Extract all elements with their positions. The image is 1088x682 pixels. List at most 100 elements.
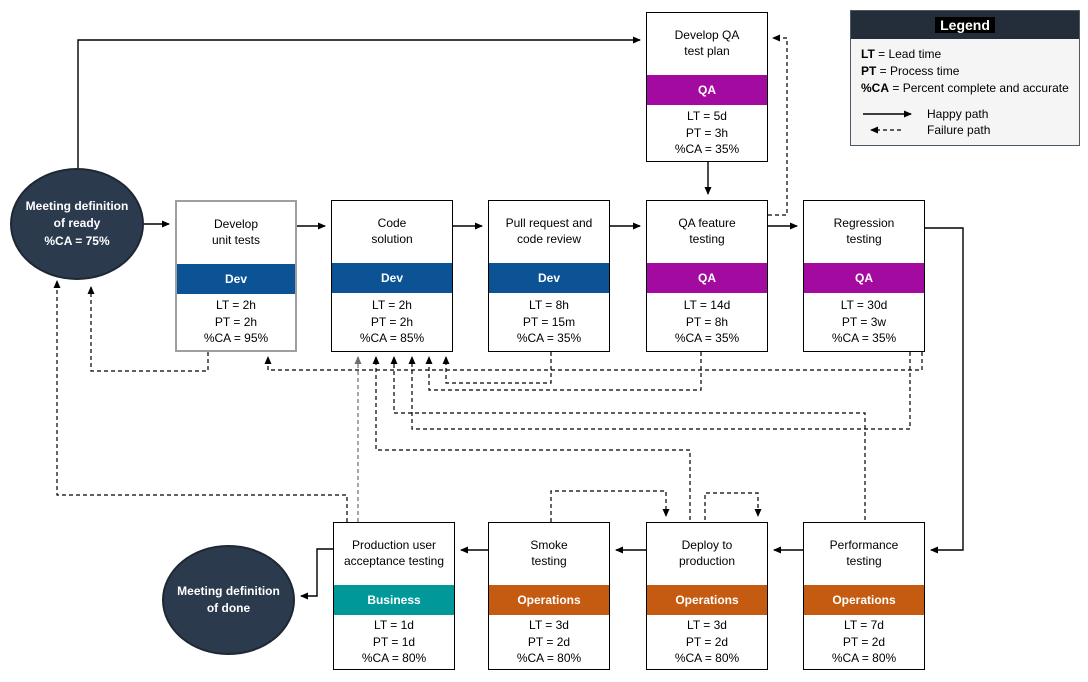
process-box-smoke-testing[interactable]: Smoke testing Operations LT = 3d PT = 2d… <box>488 522 610 670</box>
legend-entry-ca: %CA = Percent complete and accurate <box>861 81 1069 96</box>
stat-ca: %CA = 80% <box>831 651 897 666</box>
process-stats: LT = 2h PT = 2h %CA = 95% <box>177 294 295 350</box>
process-stats: LT = 3d PT = 2d %CA = 80% <box>647 615 767 669</box>
stat-ca: %CA = 95% <box>203 331 269 346</box>
role-band: Business <box>334 585 454 615</box>
stat-lt: LT = 2h <box>372 297 412 312</box>
role-band: QA <box>804 263 924 293</box>
process-title: Production user acceptance testing <box>343 538 445 568</box>
process-stats: LT = 2h PT = 2h %CA = 85% <box>332 293 452 351</box>
process-stats: LT = 30d PT = 3w %CA = 35% <box>804 293 924 351</box>
process-stats: LT = 8h PT = 15m %CA = 35% <box>489 293 609 351</box>
process-stats: LT = 7d PT = 2d %CA = 80% <box>804 615 924 669</box>
terminal-stat: %CA = 75% <box>44 233 110 248</box>
failure-path-deploy-retry-loop[interactable] <box>704 492 762 520</box>
role-band: Operations <box>804 585 924 615</box>
happy-path-ready-to-qa-test-plan[interactable] <box>77 36 641 168</box>
legend-title: Legend <box>935 17 995 33</box>
stat-lt: LT = 2h <box>216 297 256 312</box>
role-band: Operations <box>647 585 767 615</box>
legend-failure-path: Failure path <box>861 122 1069 138</box>
legend-failure-path-label: Failure path <box>927 122 991 137</box>
stat-lt: LT = 7d <box>844 617 884 632</box>
process-box-performance-testing[interactable]: Performance testing Operations LT = 7d P… <box>803 522 925 670</box>
stat-pt: PT = 15m <box>522 314 576 329</box>
stat-pt: PT = 2h <box>214 314 258 329</box>
failure-path-performance-to-code-solution[interactable] <box>390 356 866 520</box>
failure-path-qa-feature-to-qa-test-plan[interactable] <box>768 34 788 216</box>
stat-pt: PT = 2d <box>527 634 571 649</box>
legend-header: Legend <box>851 11 1079 39</box>
process-title: Deploy to production <box>678 538 736 568</box>
failure-path-production-uat-to-ready[interactable] <box>53 280 348 522</box>
failure-path-pull-request-to-code-solution[interactable] <box>442 352 552 384</box>
stat-pt: PT = 2d <box>842 634 886 649</box>
stat-ca: %CA = 80% <box>361 651 427 666</box>
stat-ca: %CA = 35% <box>674 331 740 346</box>
process-stats: LT = 14d PT = 8h %CA = 35% <box>647 293 767 351</box>
failure-path-arrow-icon <box>870 126 901 134</box>
process-box-production-uat[interactable]: Production user acceptance testing Busin… <box>333 522 455 670</box>
failure-path-deploy-to-code-solution[interactable] <box>372 356 691 520</box>
legend-entry-lt: LT = Lead time <box>861 47 942 61</box>
process-title: QA feature testing <box>678 216 736 246</box>
stat-lt: LT = 8h <box>529 297 569 312</box>
failure-path-develop-unit-tests-to-ready[interactable] <box>87 286 209 372</box>
failure-path-regression-to-code-solution[interactable] <box>408 352 911 430</box>
process-stats: LT = 1d PT = 1d %CA = 80% <box>334 615 454 669</box>
role-band: Dev <box>177 264 295 294</box>
process-box-deploy-to-production[interactable]: Deploy to production Operations LT = 3d … <box>646 522 768 670</box>
terminal-meeting-definition-of-done[interactable]: Meeting definition of done <box>162 545 295 655</box>
process-title: Performance testing <box>829 538 899 568</box>
failure-path-regression-to-develop-unit-tests[interactable] <box>264 352 923 371</box>
failure-path-qa-feature-to-code-solution[interactable] <box>425 352 702 391</box>
stat-pt: PT = 2d <box>685 634 729 649</box>
role-band: Dev <box>332 263 452 293</box>
process-box-regression-testing[interactable]: Regression testing QA LT = 30d PT = 3w %… <box>803 200 925 352</box>
stat-ca: %CA = 35% <box>516 331 582 346</box>
role-band: Dev <box>489 263 609 293</box>
process-title: Pull request and code review <box>505 216 593 246</box>
stat-ca: %CA = 80% <box>674 651 740 666</box>
role-band: QA <box>647 263 767 293</box>
process-title: Develop unit tests <box>211 217 261 247</box>
legend-happy-path: Happy path <box>861 106 1069 122</box>
stat-pt: PT = 8h <box>685 314 729 329</box>
stat-ca: %CA = 35% <box>831 331 897 346</box>
terminal-title: Meeting definition of ready <box>25 198 129 231</box>
legend-body: LT = Lead time PT = Process time %CA = P… <box>851 39 1079 138</box>
terminal-meeting-definition-of-ready[interactable]: Meeting definition of ready %CA = 75% <box>10 168 144 280</box>
stat-lt: LT = 5d <box>687 108 727 123</box>
stat-ca: %CA = 85% <box>359 331 425 346</box>
stat-pt: PT = 3w <box>841 314 887 329</box>
happy-path-regression-to-performance-testing[interactable] <box>925 227 964 554</box>
process-box-pull-request-code-review[interactable]: Pull request and code review Dev LT = 8h… <box>488 200 610 352</box>
happy-path-arrow-icon <box>863 110 912 118</box>
terminal-title: Meeting definition of done <box>177 583 280 615</box>
process-stats: LT = 3d PT = 2d %CA = 80% <box>489 615 609 669</box>
process-box-qa-feature-testing[interactable]: QA feature testing QA LT = 14d PT = 8h %… <box>646 200 768 352</box>
process-title: Regression testing <box>833 216 895 246</box>
role-band: Operations <box>489 585 609 615</box>
stat-ca: %CA = 35% <box>674 142 740 157</box>
process-box-code-solution[interactable]: Code solution Dev LT = 2h PT = 2h %CA = … <box>331 200 453 352</box>
role-band: QA <box>647 75 767 105</box>
stat-lt: LT = 3d <box>529 617 569 632</box>
stat-lt: LT = 1d <box>374 617 414 632</box>
stat-ca: %CA = 80% <box>516 651 582 666</box>
stat-pt: PT = 3h <box>685 125 729 140</box>
process-title: Code solution <box>371 216 413 246</box>
process-box-develop-unit-tests[interactable]: Develop unit tests Dev LT = 2h PT = 2h %… <box>175 200 297 352</box>
stat-pt: PT = 2h <box>370 314 414 329</box>
stat-lt: LT = 30d <box>840 297 888 312</box>
process-box-develop-qa-test-plan[interactable]: Develop QA test plan QA LT = 5d PT = 3h … <box>646 12 768 162</box>
failure-path-smoke-to-deploy[interactable] <box>550 490 670 522</box>
process-title: Smoke testing <box>530 538 568 568</box>
happy-path-production-uat-to-done[interactable] <box>300 548 333 600</box>
legend: Legend LT = Lead time PT = Process time … <box>850 10 1080 146</box>
stat-lt: LT = 3d <box>687 617 727 632</box>
process-title: Develop QA test plan <box>674 28 740 58</box>
stat-pt: PT = 1d <box>372 634 416 649</box>
